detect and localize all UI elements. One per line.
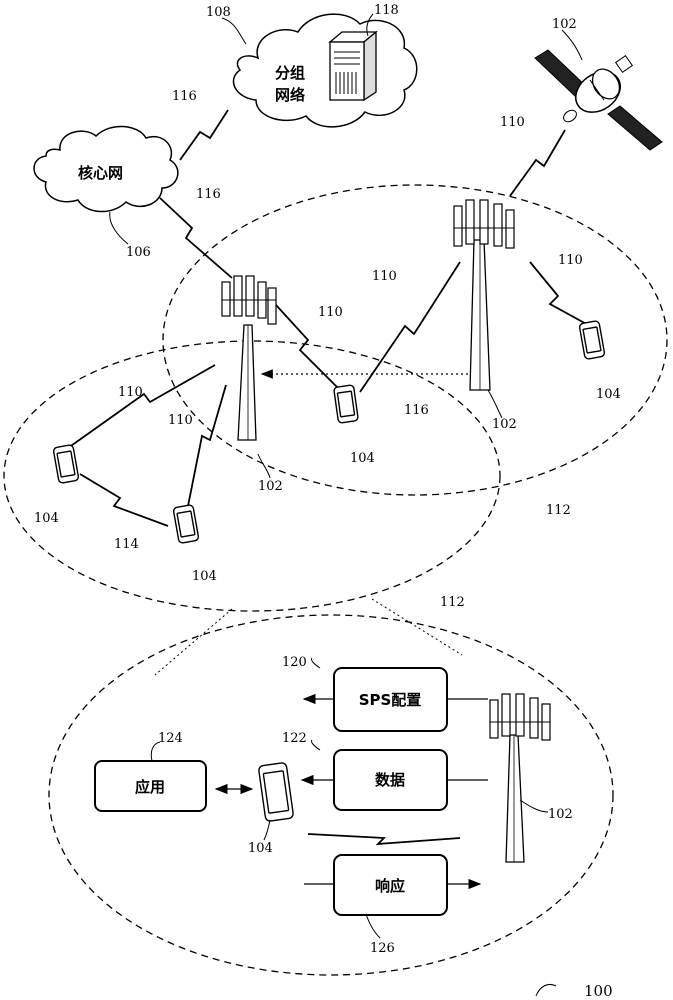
core-network-label: 核心网: [78, 164, 123, 182]
server-icon: [330, 32, 376, 100]
link-bs-device-left: [68, 365, 215, 448]
device-icon-mid: [334, 385, 359, 423]
link-bs-device-bottom: [188, 385, 226, 506]
ref-link-d2d: 114: [114, 537, 139, 552]
data-label: 数据: [375, 771, 405, 789]
ref-link-bs-device-bottom: 110: [168, 413, 193, 428]
ref-device-detail: 104: [248, 841, 273, 856]
ref-link-bs-device-left: 110: [118, 385, 143, 400]
link-d2d: [80, 474, 168, 526]
data-box: 数据: [334, 750, 447, 810]
ref-core-network: 106: [126, 245, 151, 260]
ref-device-right: 104: [596, 387, 621, 402]
link-core-bs: [160, 198, 232, 278]
response-label: 响应: [375, 877, 405, 895]
device-icon-left: [53, 445, 79, 484]
ref-server: 118: [374, 3, 399, 18]
satellite-icon: [535, 50, 662, 150]
ref-device-left: 104: [34, 511, 59, 526]
application-label: 应用: [135, 778, 165, 796]
ref-link-core-bs: 116: [196, 187, 221, 202]
ref-link-bs2-device-right: 110: [558, 253, 583, 268]
base-station-left: [222, 276, 276, 440]
ref-packet-network: 108: [206, 5, 231, 20]
ref-coverage-left: 112: [440, 595, 465, 610]
ref-device-bottom: 104: [192, 569, 217, 584]
ref-link-bs-device-mid: 110: [318, 305, 343, 320]
response-box: 响应: [334, 855, 447, 915]
ref-data: 122: [282, 731, 307, 746]
base-station-detail: [490, 694, 550, 862]
link-bs2-device-right: [530, 262, 590, 326]
ref-base-station-left: 102: [258, 479, 283, 494]
zoom-line-left: [155, 609, 232, 675]
link-detail: [308, 834, 460, 844]
ref-satellite: 102: [552, 17, 577, 32]
device-icon-bottom: [173, 505, 199, 544]
ref-response: 126: [370, 941, 395, 956]
application-box: 应用: [95, 761, 206, 811]
packet-network-label-line1: 分组: [275, 64, 305, 82]
link-satellite: [510, 130, 565, 196]
ref-base-station-detail: 102: [548, 807, 573, 822]
ref-sps-config: 120: [282, 655, 307, 670]
ref-base-station-right: 102: [492, 417, 517, 432]
ref-device-mid: 104: [350, 451, 375, 466]
ref-link-satellite: 110: [500, 115, 525, 130]
ref-coverage-right: 112: [546, 503, 571, 518]
sps-config-label: SPS配置: [359, 691, 422, 709]
figure-number: 100: [584, 982, 613, 1000]
sps-config-box: SPS配置: [334, 668, 447, 731]
base-station-right: [454, 200, 514, 390]
packet-network-cloud: [233, 14, 416, 127]
device-icon-right: [579, 321, 605, 360]
device-icon-detail: [258, 762, 294, 821]
ref-link-bs-bs: 116: [404, 403, 429, 418]
packet-network-label-line2: 网络: [275, 86, 305, 104]
ref-application: 124: [158, 731, 183, 746]
link-core-packet: [180, 110, 228, 160]
ref-link-bs2-device-mid: 110: [372, 269, 397, 284]
ref-link-core-packet: 116: [172, 89, 197, 104]
